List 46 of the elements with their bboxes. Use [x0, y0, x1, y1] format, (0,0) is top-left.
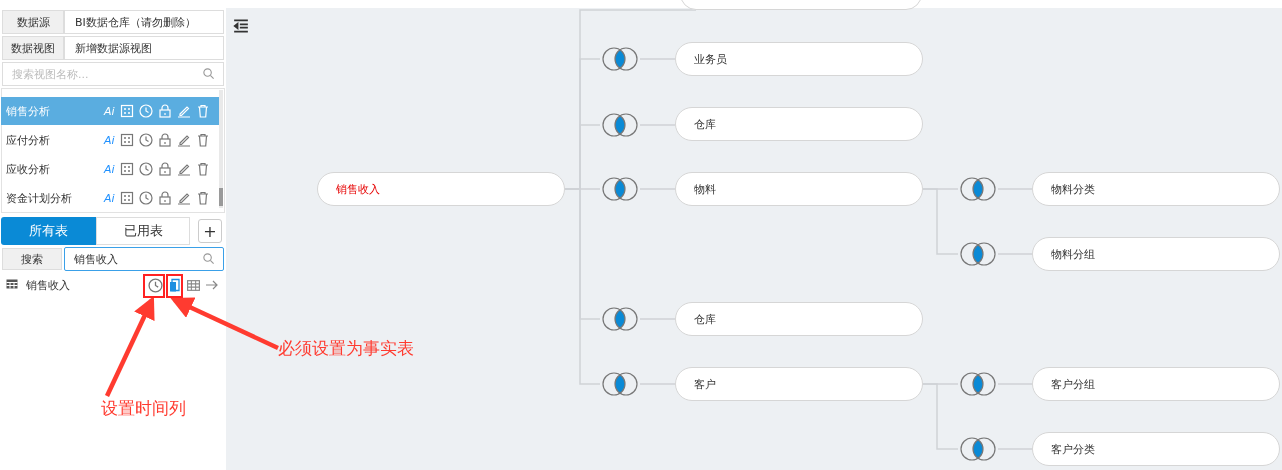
join-icon [600, 372, 640, 396]
annotation-text: 必须设置为事实表 [278, 334, 458, 362]
search-field: 搜索视图名称... [2, 62, 224, 86]
table-pill: 仓库 [675, 107, 923, 141]
field-value: BI数据仓库（请勿删除） [64, 10, 224, 34]
search-input: 销售收入 [64, 247, 224, 271]
ai-text: Ai [104, 190, 116, 207]
arrow [104, 295, 155, 397]
table-pill: 仓库 [675, 302, 923, 336]
ai-text: Ai [104, 103, 116, 120]
list-item-text: 销售分析 [6, 103, 51, 120]
field-label: 搜索 [2, 248, 62, 270]
ai-text: Ai [104, 132, 116, 149]
highlight-box [166, 274, 183, 298]
annotation-text: 设置时间列 [101, 394, 201, 422]
table-pill: 物料分组 [1032, 237, 1280, 271]
table-pill: 客户分组 [1032, 367, 1280, 401]
list-item-text: 应付分析 [6, 132, 51, 149]
join-icon [600, 177, 640, 201]
table-pill: 销售收入 [317, 172, 565, 206]
join-icon [958, 242, 998, 266]
list-item-text: 应收分析 [6, 161, 51, 178]
table-pill: 业务员 [675, 42, 923, 76]
table-pill: 物料 [675, 172, 923, 206]
list-item-text: 资金计划分析 [6, 190, 73, 207]
join-icon [600, 113, 640, 137]
table-pill: 客户分类 [1032, 432, 1280, 466]
join-icon [600, 307, 640, 331]
join-icon [958, 177, 998, 201]
field-label: 数据视图 [2, 36, 64, 60]
join-icon [958, 437, 998, 461]
connector-line [922, 188, 959, 255]
join-icon [958, 372, 998, 396]
ai-text: Ai [104, 161, 116, 178]
add-button: + [198, 219, 222, 243]
tab: 已用表 [96, 217, 190, 245]
highlight-box [143, 274, 165, 298]
field-label: 数据源 [2, 10, 64, 34]
active-tab: 所有表 [1, 217, 96, 245]
table-pill: 客户 [675, 367, 923, 401]
table-name: 销售收入 [26, 277, 71, 294]
join-icon [600, 47, 640, 71]
field-value: 新增数据源视图 [64, 36, 224, 60]
table-pill: 物料分类 [1032, 172, 1280, 206]
connector-line [922, 383, 959, 450]
arrow [170, 297, 279, 351]
